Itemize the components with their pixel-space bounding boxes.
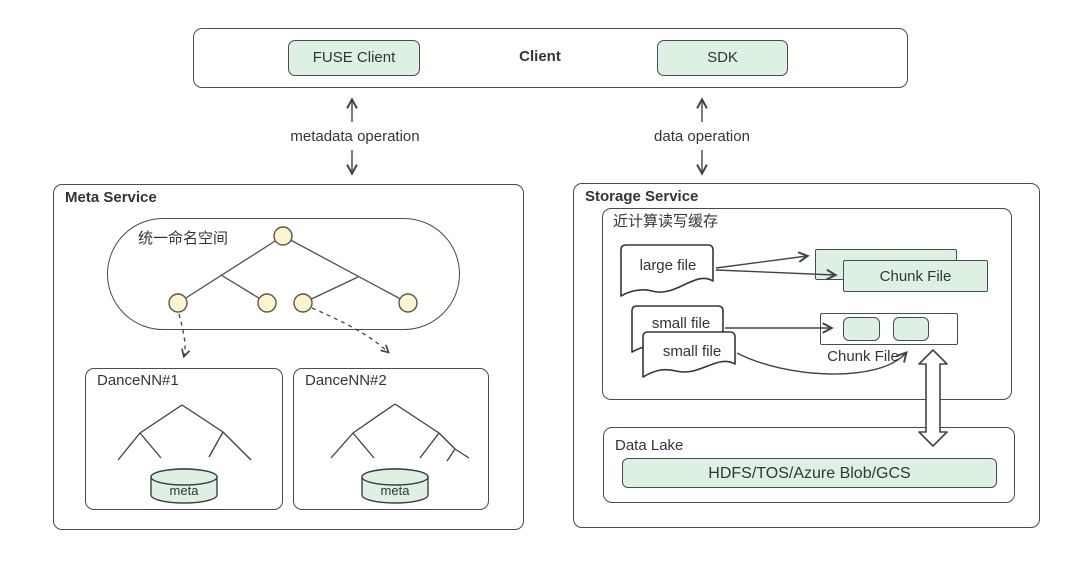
fuse-client-label: FUSE Client	[312, 49, 396, 66]
dancenn1-title: DanceNN#1	[97, 372, 179, 389]
hdfs-backend-rect	[622, 458, 997, 488]
chunk-file-large-label: Chunk File	[879, 268, 952, 285]
fuse-client-node	[288, 40, 420, 76]
chunk-slot-1	[843, 317, 880, 341]
meta-db-label-2: meta	[380, 483, 410, 498]
data-lake-backend-label: HDFS/TOS/Azure Blob/GCS	[708, 465, 911, 482]
storage-service-title: Storage Service	[585, 188, 699, 205]
chunk-slot-2	[893, 317, 929, 341]
meta-service-title: Meta Service	[65, 189, 157, 206]
dancenn2-box	[293, 368, 489, 510]
sdk-node	[657, 40, 788, 76]
cache-title: 近计算读写缓存	[613, 213, 719, 230]
small-file-back-label: small file	[651, 315, 711, 332]
sdk-label: SDK	[707, 49, 738, 66]
meta-db-label-1: meta	[169, 483, 199, 498]
cache-box	[602, 208, 1012, 400]
data-operation-label: data operation	[654, 128, 750, 145]
chunk-file-front-rect	[843, 260, 988, 292]
chunk-file-small-label: Chunk File	[827, 348, 899, 365]
large-file-label: large file	[639, 257, 697, 274]
small-file-front-label: small file	[662, 343, 722, 360]
chunk-container-rect	[820, 313, 958, 345]
client-title: Client	[519, 48, 561, 65]
data-lake-title: Data Lake	[615, 437, 684, 454]
dancenn2-title: DanceNN#2	[305, 372, 387, 389]
metadata-operation-label: metadata operation	[290, 128, 420, 145]
namespace-label: 统一命名空间	[138, 230, 229, 247]
